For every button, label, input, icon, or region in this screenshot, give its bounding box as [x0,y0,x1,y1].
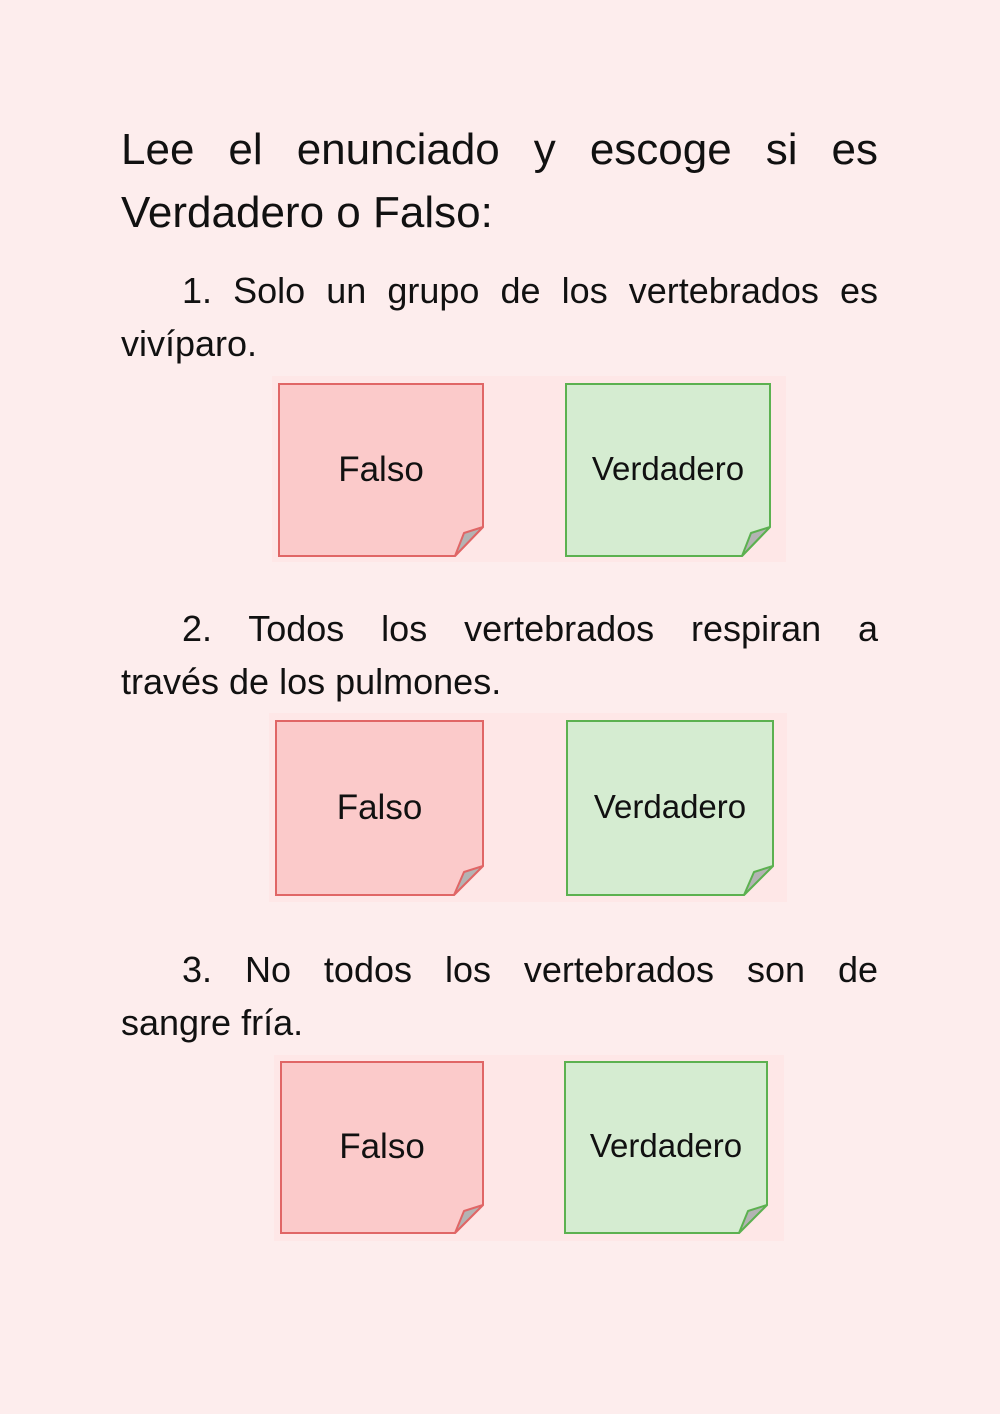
question-3-answer-options: Falso Verdadero [274,1055,784,1241]
question-2-line-1: 2. Todos los vertebrados respiran a [182,608,878,649]
question-2-line-2: través de los pulmones. [121,661,502,702]
verdadero-label: Verdadero [589,1127,743,1164]
question-1-line-1: 1. Solo un grupo de los vertebrados es [182,270,878,311]
question-3-falso-button[interactable]: Falso [280,1061,484,1234]
sticky-note-icon [280,1061,484,1234]
question-3-line-2: sangre fría. [121,1002,304,1043]
sticky-note-icon [564,1061,768,1234]
instructions-line-2: Verdadero o Falso: [121,188,493,237]
instructions-heading: Lee el enunciado y escoge si es Verdader… [121,118,878,244]
question-2-answer-options: Falso Verdadero [269,713,787,902]
question-1-verdadero-button[interactable]: Verdadero [565,383,771,557]
question-3-line-1: 3. No todos los vertebrados son de [182,949,878,990]
sticky-note-icon [565,383,771,557]
sticky-note-icon [278,383,484,557]
question-1-text: 1. Solo un grupo de los vertebrados es v… [121,264,878,370]
question-1-answer-options: Falso Verdadero [272,376,786,562]
question-2-text: 2. Todos los vertebrados respiran a trav… [121,602,878,708]
instructions-line-1: Lee el enunciado y escoge si es [121,125,878,174]
question-1-line-2: vivíparo. [121,323,258,364]
falso-label: Falso [339,1127,425,1166]
question-3-verdadero-button[interactable]: Verdadero [564,1061,768,1234]
question-1-falso-button[interactable]: Falso [278,383,484,557]
sticky-note-icon [566,720,774,896]
verdadero-label: Verdadero [591,450,745,487]
sticky-note-icon [275,720,484,896]
falso-label: Falso [338,450,424,489]
verdadero-label: Verdadero [593,788,747,825]
question-2-verdadero-button[interactable]: Verdadero [566,720,774,896]
question-3-text: 3. No todos los vertebrados son de sangr… [121,943,878,1049]
question-2-falso-button[interactable]: Falso [275,720,484,896]
falso-label: Falso [336,788,423,827]
